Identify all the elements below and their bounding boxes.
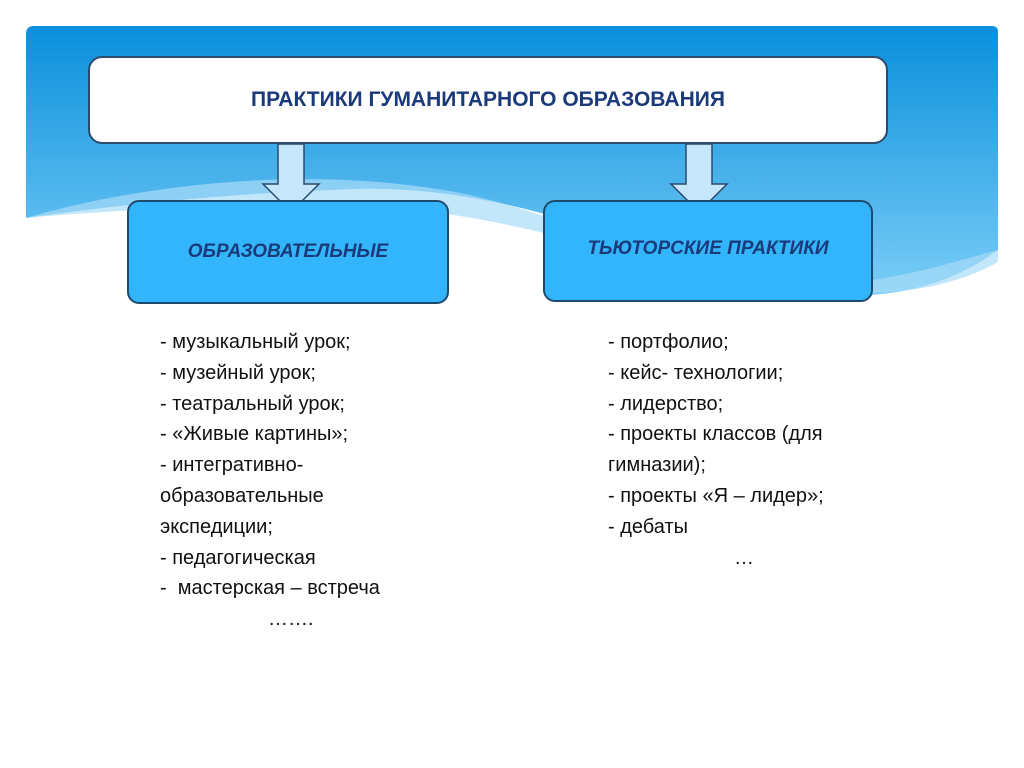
list-item: - музейный урок; [160, 361, 316, 384]
tutor-practices-box: ТЬЮТОРСКИЕ ПРАКТИКИ [543, 200, 873, 302]
arrow-right [669, 143, 729, 214]
educational-heading: ОБРАЗОВАТЕЛЬНЫЕ [187, 241, 389, 262]
tutor-list: - портфолио; - кейс- технологии; - лидер… [608, 327, 898, 573]
list-item: - интегративно- [160, 454, 304, 477]
list-item: - портфолио; [608, 331, 729, 353]
page-title: ПРАКТИКИ ГУМАНИТАРНОГО ОБРАЗОВАНИЯ [251, 88, 725, 111]
list-item: - кейс- технологии; [608, 361, 784, 384]
ellipsis: ……. [268, 608, 314, 631]
list-item: - «Живые картины»; [160, 423, 349, 446]
educational-box: ОБРАЗОВАТЕЛЬНЫЕ [127, 200, 449, 304]
list-item: - педагогическая [160, 546, 316, 569]
list-item: - проекты классов (для [608, 423, 823, 446]
list-item: - театральный урок; [160, 392, 345, 415]
list-item: образовательные [160, 484, 324, 507]
tutor-heading: ТЬЮТОРСКИЕ ПРАКТИКИ [587, 238, 829, 259]
ellipsis: … [734, 546, 754, 569]
list-item: - музыкальный урок; [160, 331, 351, 353]
list-item: - проекты «Я – лидер»; [608, 484, 824, 507]
list-item: - дебаты [608, 515, 688, 538]
educational-list: - музыкальный урок; - музейный урок; - т… [160, 327, 480, 635]
arrow-left [261, 143, 321, 214]
list-item: - мастерская – встреча [160, 577, 380, 600]
list-item: - лидерство; [608, 392, 724, 415]
title-box: ПРАКТИКИ ГУМАНИТАРНОГО ОБРАЗОВАНИЯ [88, 56, 888, 144]
list-item: гимназии); [608, 454, 706, 477]
list-item: экспедиции; [160, 515, 273, 538]
